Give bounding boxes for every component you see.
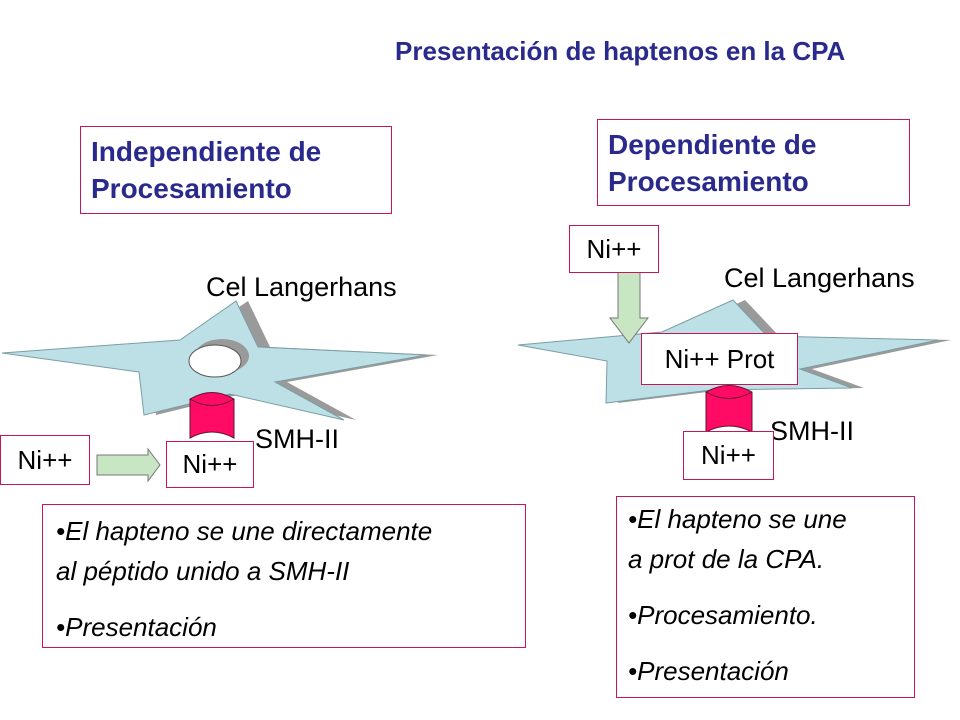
mhc-label-left: SMH-II	[255, 424, 339, 454]
note-right-line1: •El hapteno se une	[628, 504, 847, 534]
note-right-line2: a prot de la CPA.	[628, 544, 825, 574]
langerhans-cell-right	[517, 269, 951, 433]
arrow-right-left	[96, 447, 161, 483]
header-independiente: Independiente de Procesamiento	[80, 126, 392, 214]
page-title: Presentación de haptenos en la CPA	[395, 36, 846, 66]
ni-source-left: Ni++	[0, 435, 90, 485]
note-right-line4: •Presentación	[628, 656, 789, 686]
note-right-line3: •Procesamiento.	[628, 600, 818, 630]
mhc-molecule-top-right	[705, 391, 753, 399]
ni-prot-right: Ni++ Prot	[641, 333, 798, 385]
nucleus-left	[188, 344, 242, 378]
ni-bound-left: Ni++	[166, 441, 254, 488]
header-independiente-line2: Procesamiento	[91, 173, 292, 204]
cell-label-right: Cel Langerhans	[724, 263, 915, 293]
header-dependiente-line2: Procesamiento	[608, 166, 809, 197]
header-dependiente-line1: Dependiente de	[608, 129, 817, 160]
cell-label-left: Cel Langerhans	[206, 272, 397, 302]
ni-source-right: Ni++	[569, 225, 659, 273]
note-left-line1: •El hapteno se une directamente	[56, 516, 433, 546]
header-dependiente: Dependiente de Procesamiento	[597, 119, 910, 206]
note-left-line3: •Presentación	[56, 612, 217, 642]
mhc-molecule-top-left	[189, 398, 235, 406]
mhc-molecule-right	[705, 385, 753, 433]
notes-left: •El hapteno se une directamente al pépti…	[42, 504, 526, 648]
header-independiente-line1: Independiente de	[91, 136, 322, 167]
note-left-line2: al péptido unido a SMH-II	[56, 556, 350, 586]
mhc-label-right: SMH-II	[770, 416, 854, 446]
langerhans-cell-left	[1, 300, 438, 483]
mhc-molecule-left	[189, 392, 235, 439]
arrow-down-right	[608, 269, 650, 344]
notes-right: •El hapteno se une a prot de la CPA. •Pr…	[616, 496, 915, 698]
ni-bound-right: Ni++	[683, 431, 774, 480]
